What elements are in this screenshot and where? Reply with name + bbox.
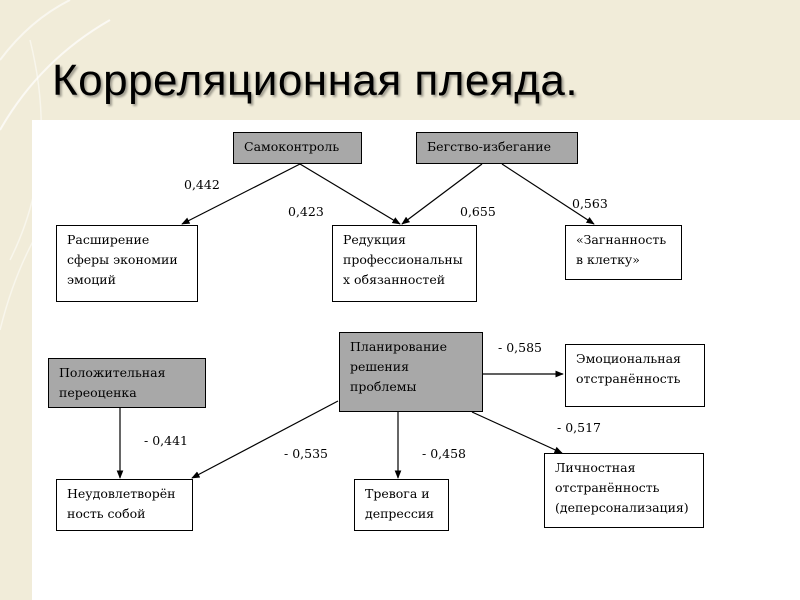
slide-title: Корреляционная плеяда. bbox=[52, 56, 579, 105]
node-emo-otstranennost: Эмоциональная отстранённость bbox=[565, 344, 705, 407]
coef-pereocenka-neudovl: - 0,441 bbox=[144, 433, 188, 448]
arrow-planirovanie-neudovl bbox=[191, 400, 339, 479]
node-neudovletvorennost: Неудовлетворён ность собой bbox=[56, 479, 193, 531]
coef-begstvo-zagnannost: 0,563 bbox=[572, 196, 608, 211]
node-trevoga: Тревога и депрессия bbox=[354, 479, 449, 531]
coef-planirovanie-lichn-otstr: - 0,517 bbox=[557, 420, 601, 435]
coef-planirovanie-trevoga: - 0,458 bbox=[422, 446, 466, 461]
node-planirovanie: Планирование решения проблемы bbox=[339, 332, 483, 412]
arrow-begstvo-redukciya bbox=[401, 163, 483, 225]
diagram-links bbox=[116, 163, 595, 479]
node-begstvo-izbeganie: Бегство-избегание bbox=[416, 132, 578, 164]
arrow-samokontrol-rasshirenie bbox=[181, 163, 301, 225]
node-samokontrol: Самоконтроль bbox=[233, 132, 362, 164]
diagram-panel: Самоконтроль Бегство-избегание Расширени… bbox=[32, 120, 800, 600]
coef-planirovanie-neudovl: - 0,535 bbox=[284, 446, 328, 461]
node-redukciya: Редукция профессиональны х обязанностей bbox=[332, 225, 477, 302]
node-pereocenka: Положительная переоценка bbox=[48, 358, 206, 408]
arrow-planirovanie-lichn-otstr bbox=[471, 411, 563, 454]
coef-samokontrol-redukciya: 0,423 bbox=[288, 204, 324, 219]
coef-samokontrol-rasshirenie: 0,442 bbox=[184, 177, 220, 192]
coef-begstvo-redukciya: 0,655 bbox=[460, 204, 496, 219]
node-rasshirenie: Расширение сферы экономии эмоций bbox=[56, 225, 198, 302]
arrow-begstvo-zagnannost bbox=[501, 163, 595, 225]
node-lichn-otstranennost: Личностная отстранённость (деперсонализа… bbox=[544, 453, 704, 528]
arrow-samokontrol-redukciya bbox=[299, 163, 401, 225]
node-zagnannost: «Загнанность в клетку» bbox=[565, 225, 682, 280]
coef-planirovanie-emo-otstr: - 0,585 bbox=[498, 340, 542, 355]
